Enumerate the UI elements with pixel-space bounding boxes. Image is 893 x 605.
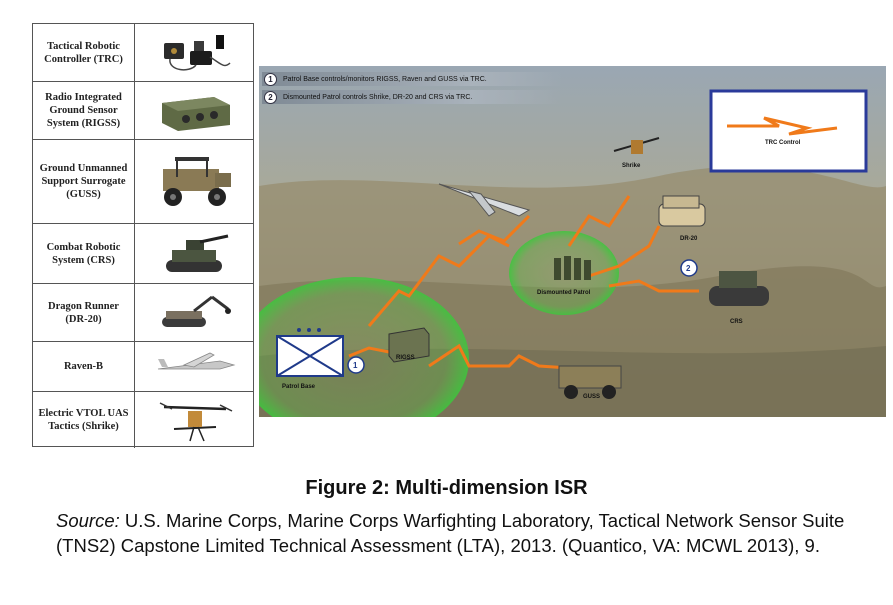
figure-source-citation: Source: U.S. Marine Corps, Marine Corps … [56,508,876,558]
legend-text: Patrol Base controls/monitors RIGSS, Rav… [283,75,487,83]
table-row: Dragon Runner (DR-20) [33,284,253,342]
patrol-base-label: Patrol Base [282,384,316,390]
inset-label: TRC Control [765,140,801,146]
sensor-box-icon [136,82,253,139]
uav-icon [136,342,253,391]
guss-label: GUSS [583,394,601,400]
isr-scene-illustration [259,66,886,417]
row-label: Radio Integrated Ground Sensor System (R… [33,82,135,139]
legend-item: 2 Dismounted Patrol controls Shrike, DR-… [262,90,562,104]
table-row: Ground Unmanned Support Surrogate (GUSS) [33,140,253,224]
table-row: Combat Robotic System (CRS) [33,224,253,284]
vtol-drone-icon [136,392,253,448]
crs-label: CRS [730,319,743,325]
table-row: Raven-B [33,342,253,392]
controller-icon [136,24,253,81]
row-label: Combat Robotic System (CRS) [33,224,135,283]
figure-caption-title: Figure 2: Multi-dimension ISR [305,477,588,499]
systems-table: Tactical Robotic Controller (TRC) Radio … [32,23,254,448]
dismounted-patrol-label: Dismounted Patrol [537,290,591,296]
rigss-label: RIGSS [396,355,415,361]
source-prefix: Source: [56,510,120,531]
armed-robot-icon [136,224,253,283]
shrike-label: Shrike [622,163,641,169]
table-row: Radio Integrated Ground Sensor System (R… [33,82,253,140]
row-label: Ground Unmanned Support Surrogate (GUSS) [33,140,135,223]
row-label: Tactical Robotic Controller (TRC) [33,24,135,81]
legend-number: 2 [264,90,277,104]
legend-item: 1 Patrol Base controls/monitors RIGSS, R… [262,72,562,86]
utility-vehicle-icon [136,140,253,223]
legend-number: 1 [264,72,277,86]
marker-1: 1 [353,361,358,370]
dr20-label: DR-20 [680,236,698,242]
table-row: Electric VTOL UAS Tactics (Shrike) [33,392,253,448]
source-text: U.S. Marine Corps, Marine Corps Warfight… [56,510,845,556]
row-label: Electric VTOL UAS Tactics (Shrike) [33,392,135,448]
table-row: Tactical Robotic Controller (TRC) [33,24,253,82]
row-label: Dragon Runner (DR-20) [33,284,135,341]
tracked-robot-icon [136,284,253,341]
legend-text: Dismounted Patrol controls Shrike, DR-20… [283,93,473,101]
row-label: Raven-B [33,342,135,391]
marker-2: 2 [686,264,691,273]
